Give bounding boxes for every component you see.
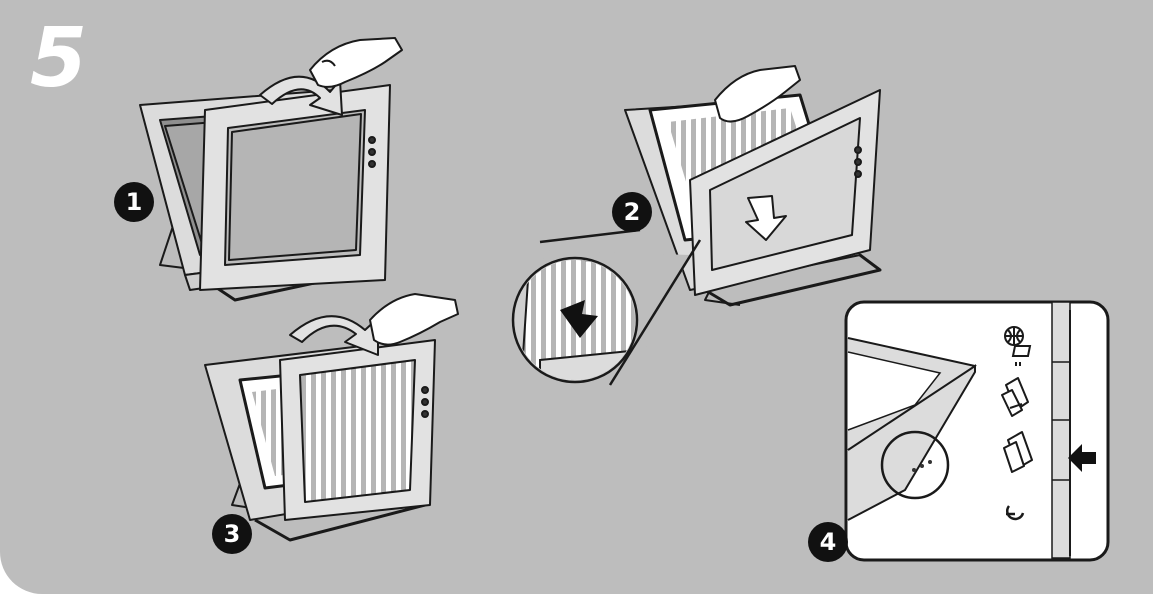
scene-4-button-detail: [844, 300, 1110, 562]
scene-1-open-lid: [139, 75, 391, 302]
step-number: 5: [30, 11, 87, 106]
callout-4: 4: [808, 522, 848, 562]
power-icon: [1006, 505, 1025, 521]
scan-icon: [1003, 431, 1033, 473]
copy-icon: [1001, 377, 1029, 417]
scene-3-close-lid: [204, 315, 436, 542]
web-scan-icon: [1004, 326, 1032, 366]
pointer-arrow-icon: [1068, 444, 1096, 472]
callout-3: 3: [212, 514, 252, 554]
pointer-arrow-icon: [560, 300, 598, 338]
hand-icon: [369, 293, 459, 346]
down-arrow-icon: [745, 195, 787, 241]
callout-2: 2: [612, 192, 652, 232]
hand-icon: [309, 37, 403, 88]
zoom-magnifier: [511, 228, 702, 386]
callout-1: 1: [114, 182, 154, 222]
hand-icon: [714, 65, 801, 123]
